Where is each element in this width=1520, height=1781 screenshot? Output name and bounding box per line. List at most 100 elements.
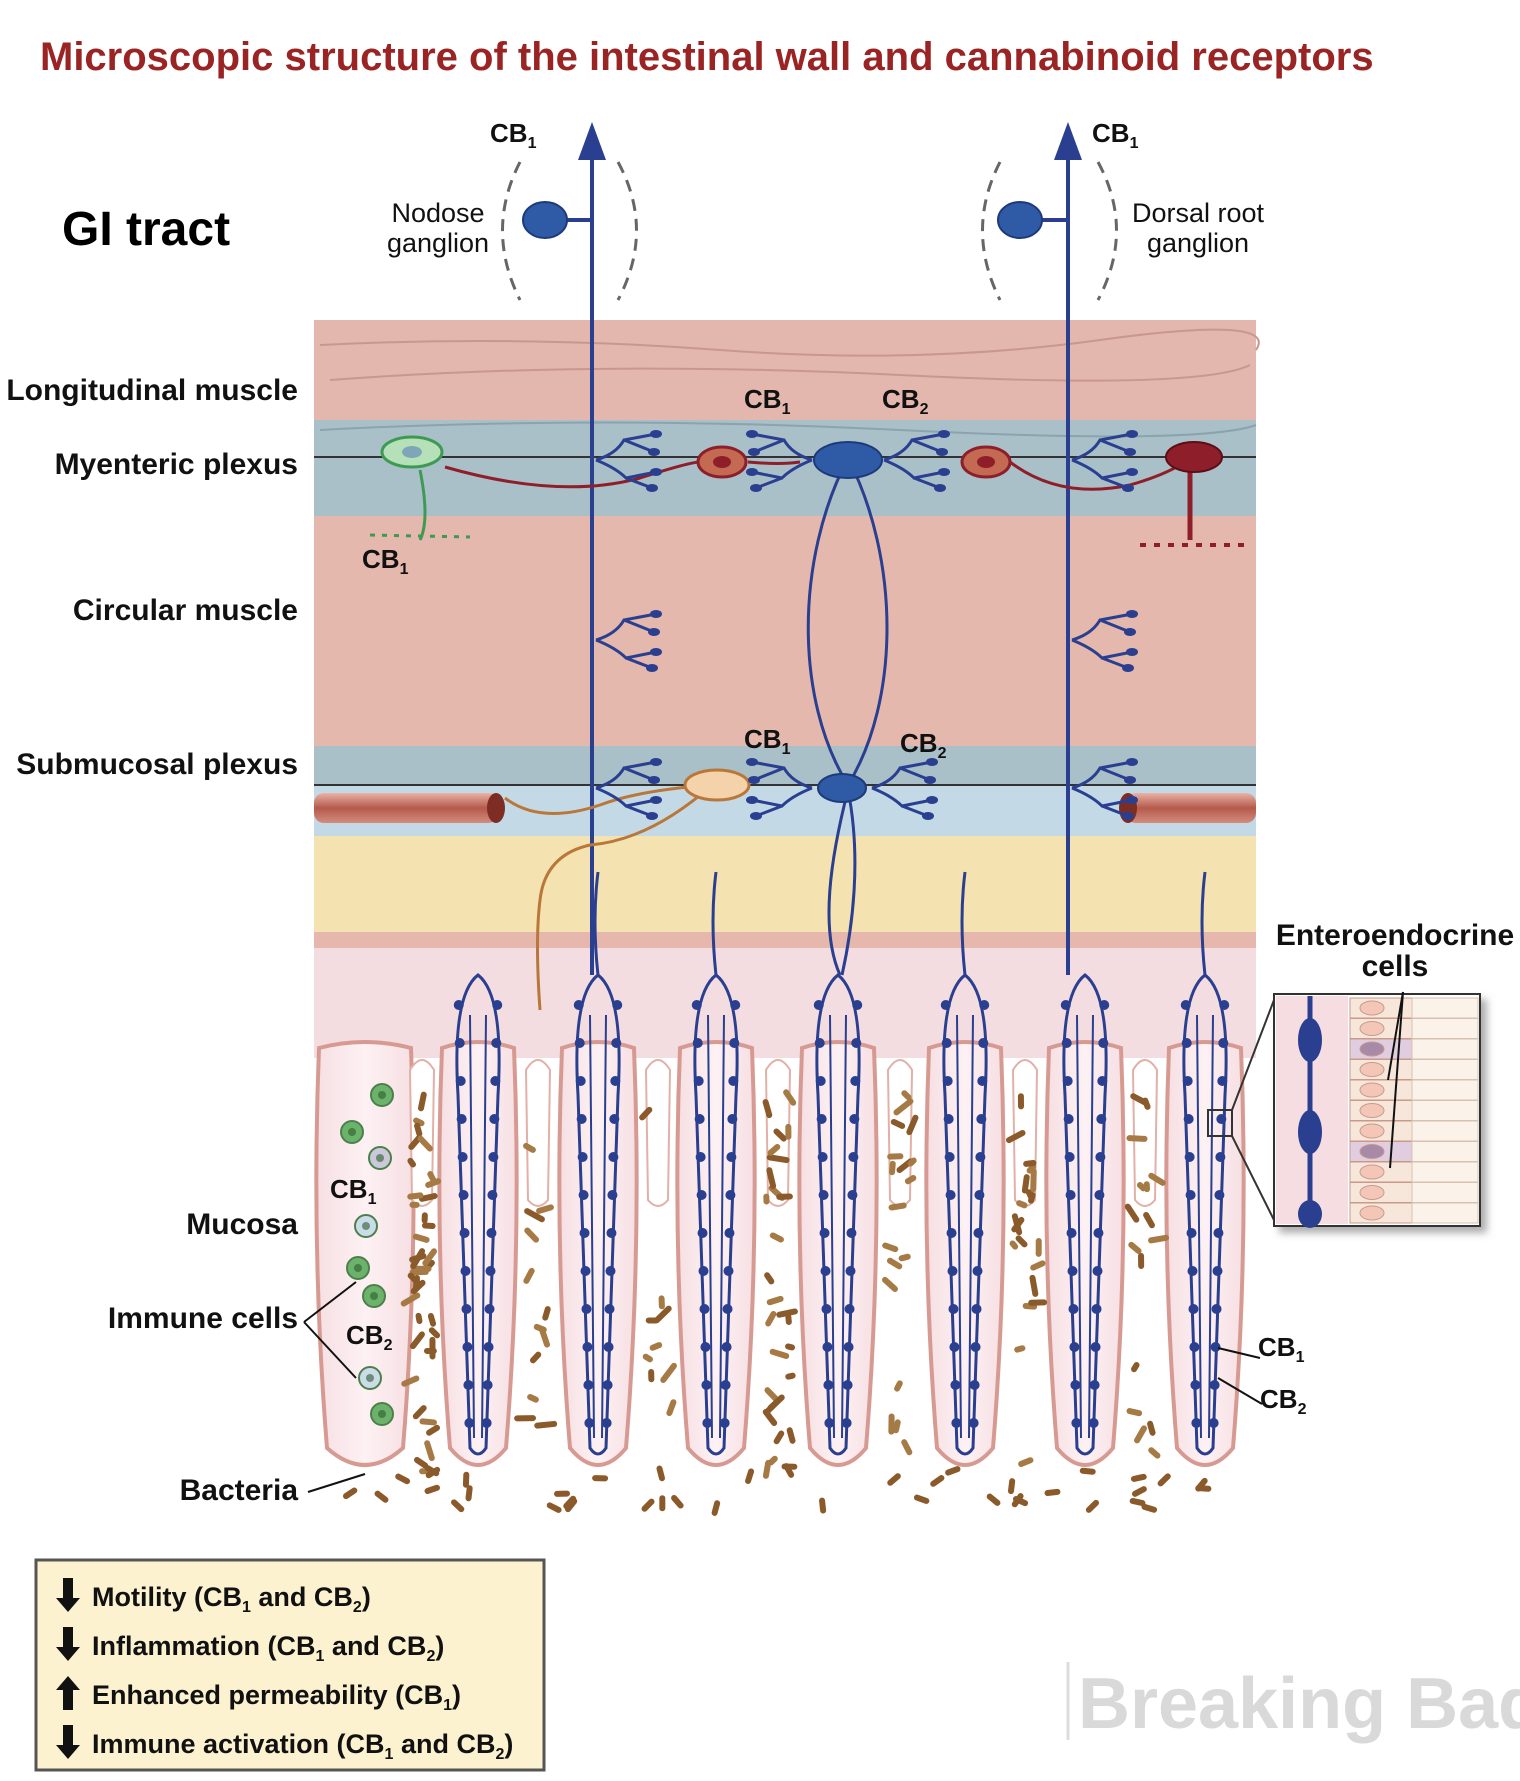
- bacterium: [769, 1232, 784, 1243]
- nerve-bouton: [1122, 484, 1134, 492]
- villus-nerve-inner: [707, 1014, 713, 1439]
- nerve-bouton: [1122, 664, 1134, 672]
- inset-nerve-varicosity: [1298, 1018, 1322, 1062]
- villus-varicosity: [1213, 1228, 1224, 1238]
- bacterium: [762, 1099, 773, 1119]
- sensory-neuron-nucleus: [402, 446, 422, 458]
- villus-nerve-loop: [455, 973, 501, 1456]
- bacterium: [1028, 1299, 1048, 1306]
- villus-varicosity: [1062, 1076, 1073, 1086]
- epithelial-cell-apical: [1411, 1141, 1479, 1162]
- villus-varicosity: [949, 1342, 960, 1352]
- submucosa-layer: [314, 836, 1256, 932]
- nodose-bracket-right: [616, 161, 638, 301]
- villus-nerve-loop: [693, 973, 739, 1456]
- bacterium: [1012, 1496, 1029, 1507]
- villus-nerve-inner: [601, 1014, 607, 1439]
- receptor-label-cb1: CB1: [490, 118, 537, 152]
- villus-varicosity: [847, 1190, 858, 1200]
- bacterium: [415, 1312, 423, 1325]
- bacterium: [986, 1493, 1001, 1506]
- epithelial-cell-apical: [1411, 997, 1479, 1019]
- bacterium: [656, 1465, 665, 1482]
- nerve-bouton: [750, 812, 762, 820]
- bacterium: [894, 1380, 903, 1392]
- bacterium: [711, 1500, 721, 1516]
- villus-varicosity: [978, 1038, 989, 1048]
- label-myenteric-plexus: Myenteric plexus: [55, 448, 298, 481]
- villus-varicosity: [1098, 1038, 1109, 1048]
- bacterium: [413, 1117, 425, 1127]
- villus-varicosity: [945, 1190, 956, 1200]
- cell-nucleus: [1359, 1021, 1385, 1036]
- bacterium: [785, 1372, 796, 1380]
- bacterium: [785, 1123, 792, 1140]
- nerve-bouton: [936, 448, 948, 456]
- villus-varicosity: [1070, 1380, 1081, 1390]
- immune-cell-nucleus: [362, 1222, 370, 1230]
- bacterium: [1143, 1211, 1155, 1229]
- villus-varicosity: [944, 1152, 955, 1162]
- villus-varicosity: [976, 1114, 987, 1124]
- nodose-neuron: [522, 201, 568, 239]
- bacterium: [1018, 1457, 1034, 1467]
- bacterium: [524, 1208, 545, 1223]
- nerve-bouton: [748, 776, 760, 784]
- villus-varicosity: [461, 1304, 472, 1314]
- label-nodose-line2: ganglion: [387, 228, 489, 258]
- cell-nucleus: [1359, 1144, 1385, 1159]
- villus-varicosity: [484, 1304, 495, 1314]
- villus-varicosity: [850, 1076, 861, 1086]
- inset-source-box: [1207, 1109, 1233, 1137]
- label-circular-muscle: Circular muscle: [73, 594, 298, 627]
- villus-nerve-stem: [593, 871, 600, 976]
- inset-nerve-varicosity: [1298, 1200, 1322, 1228]
- arrow-down-icon: [56, 1578, 80, 1612]
- villus-varicosity: [695, 1152, 706, 1162]
- receptor-label-cb2: CB2: [1260, 1384, 1307, 1418]
- villus-varicosity: [1065, 1190, 1076, 1200]
- villus: [675, 1040, 757, 1467]
- villus-varicosity: [602, 1380, 613, 1390]
- nerve-bouton: [750, 484, 762, 492]
- villus-varicosity: [1091, 1304, 1102, 1314]
- bacterium: [882, 1242, 899, 1253]
- bacterium: [424, 1440, 435, 1462]
- blood-vessel-right: [1126, 793, 1256, 823]
- villus-varicosity: [603, 1342, 614, 1352]
- drg-bracket-left: [981, 161, 1002, 301]
- bacterium: [1132, 1486, 1147, 1497]
- nerve-branch: [883, 432, 945, 490]
- nerve-branch: [1071, 612, 1133, 670]
- villus-varicosity: [947, 1266, 958, 1276]
- secretomotor-neuron: [683, 768, 751, 802]
- villus-nerve-inner: [469, 1014, 475, 1439]
- nerve-bouton: [934, 484, 946, 492]
- nerve-bouton: [926, 758, 938, 766]
- villus-varicosity: [488, 1152, 499, 1162]
- villus-nerve-stem: [711, 871, 718, 976]
- bacterium: [773, 1430, 785, 1445]
- bacterium: [412, 1265, 432, 1272]
- villus-varicosity: [1097, 1076, 1108, 1086]
- villus-varicosity: [700, 1342, 711, 1352]
- bacterium: [904, 1175, 917, 1185]
- villus-varicosity: [1184, 1152, 1195, 1162]
- villus-varicosity: [698, 1266, 709, 1276]
- villus: [797, 1040, 879, 1467]
- bacterium: [783, 1463, 795, 1478]
- villus-varicosity: [813, 1000, 824, 1010]
- bacterium: [1129, 1497, 1146, 1507]
- circular-muscle-layer: [314, 516, 1256, 746]
- villus-nerve-inner: [1208, 1014, 1214, 1439]
- bacterium: [536, 1204, 554, 1214]
- nerve-bouton: [1126, 610, 1138, 618]
- afferent-arrow-right: [1054, 122, 1082, 160]
- label-enteroendocrine-line2: cells: [1362, 950, 1429, 983]
- bacterium: [1134, 1425, 1147, 1444]
- bacterium: [462, 1471, 470, 1488]
- villus-varicosity: [969, 1380, 980, 1390]
- villus-varicosity: [699, 1304, 710, 1314]
- villus-varicosity: [691, 1000, 702, 1010]
- bacterium: [882, 1276, 898, 1292]
